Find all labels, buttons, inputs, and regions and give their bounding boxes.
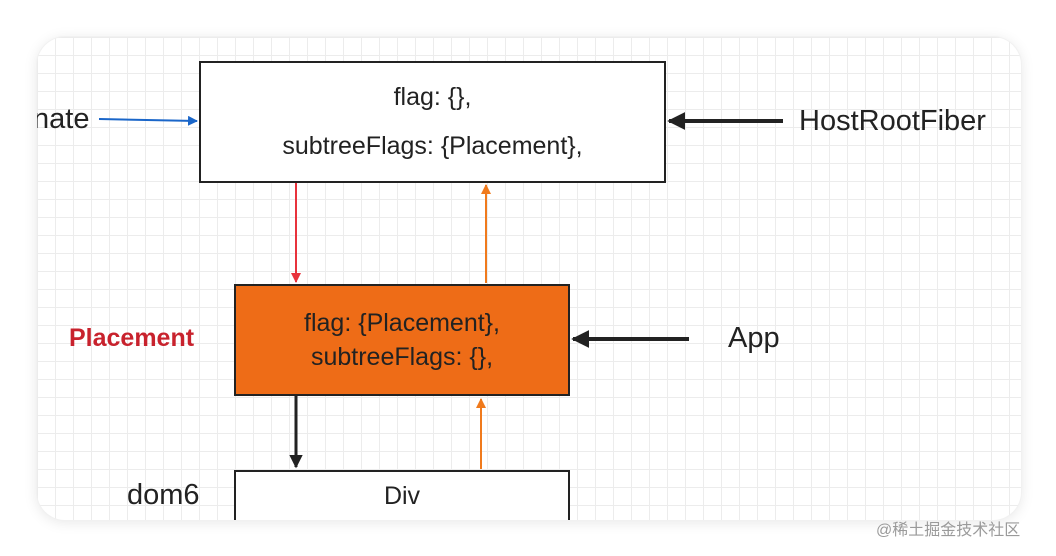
- div-node-text: Div: [383, 482, 421, 510]
- host-root-fiber-node: flag: {}, subtreeFlags: {Placement},: [199, 61, 666, 183]
- div-fiber-node: Div: [234, 470, 570, 520]
- host-subtree-flags-text: subtreeFlags: {Placement},: [282, 132, 583, 160]
- alternate-arrow: [98, 115, 198, 126]
- dom6-label: dom6: [127, 479, 200, 511]
- app-subtree-flags-text: subtreeFlags: {},: [310, 343, 494, 371]
- host-root-fiber-label: HostRootFiber: [799, 105, 986, 137]
- app-flag-text: flag: {Placement},: [304, 309, 500, 337]
- alternate-label: nate: [37, 103, 90, 135]
- app-label: App: [728, 322, 780, 354]
- diagram-canvas: flag: {}, subtreeFlags: {Placement}, fla…: [37, 37, 1021, 520]
- app-fiber-node: flag: {Placement}, subtreeFlags: {},: [234, 284, 570, 396]
- host-flag-text: flag: {},: [393, 83, 472, 111]
- connector-layer: [98, 112, 783, 469]
- placement-label: Placement: [69, 324, 195, 352]
- watermark-text: @稀土掘金技术社区: [876, 522, 1021, 539]
